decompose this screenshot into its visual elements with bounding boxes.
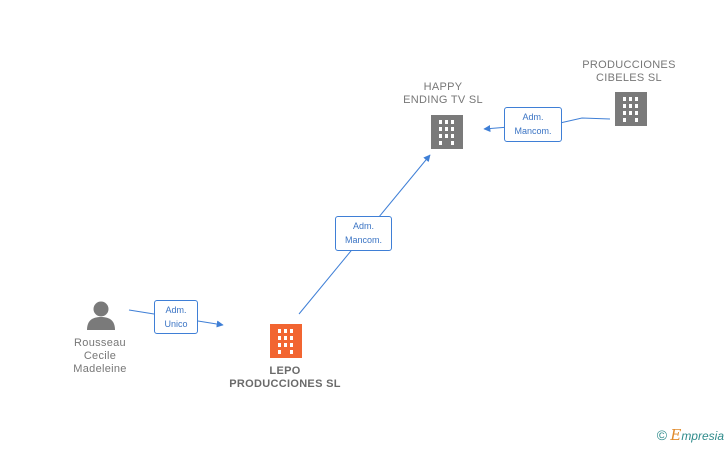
brand-initial: E (670, 426, 682, 444)
relation-box-adm-unico[interactable]: Adm. Unico (154, 300, 198, 334)
relation-box-adm-mancom-lepo[interactable]: Adm. Mancom. (335, 216, 392, 251)
footer-brand: © Empresia (657, 426, 724, 444)
node-label-lepo[interactable]: LEPO PRODUCCIONES SL (229, 365, 341, 390)
building-icon-happy (431, 115, 463, 149)
node-label-happy[interactable]: HAPPY ENDING TV SL (403, 81, 483, 106)
person-icon (87, 301, 115, 330)
node-label-person[interactable]: Rousseau Cecile Madeleine (73, 337, 127, 375)
building-icon-lepo (270, 324, 302, 358)
node-label-cibeles[interactable]: PRODUCCIONES CIBELES SL (582, 59, 676, 84)
copyright-symbol: © (656, 427, 668, 443)
brand-name: mpresia (681, 429, 724, 443)
building-icon-cibeles (615, 92, 647, 126)
relation-box-adm-mancom-cibeles[interactable]: Adm. Mancom. (504, 107, 562, 142)
